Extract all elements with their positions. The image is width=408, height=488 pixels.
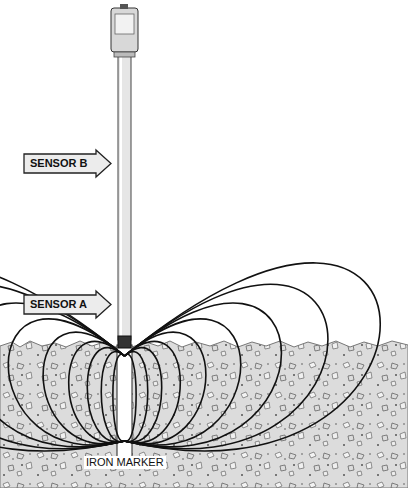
sensor-label: SENSOR B: [30, 157, 88, 170]
field-line: [101, 352, 124, 442]
arrow-label: SENSOR B: [23, 149, 112, 178]
field-line: [125, 319, 241, 445]
field-line: [69, 341, 125, 442]
field-line: [8, 319, 124, 445]
field-line: [43, 332, 124, 443]
field-line: [125, 284, 328, 449]
field-line: [125, 348, 162, 443]
field-line: [87, 348, 124, 443]
arrow-label: SENSOR A: [23, 290, 112, 319]
field-line: [125, 332, 206, 443]
field-line: [125, 354, 137, 441]
field-line: [125, 352, 148, 442]
arrow-outline: [24, 291, 111, 318]
field-line: [0, 303, 125, 447]
field-line: [125, 303, 282, 447]
sensor-label: SENSOR A: [30, 298, 88, 311]
field-line: [0, 263, 125, 451]
field-line: [0, 284, 125, 449]
field-line: [125, 263, 381, 451]
arrow-outline: [24, 150, 111, 177]
field-line: [125, 341, 181, 442]
marker-label: IRON MARKER: [84, 456, 166, 469]
field-line: [113, 354, 125, 441]
